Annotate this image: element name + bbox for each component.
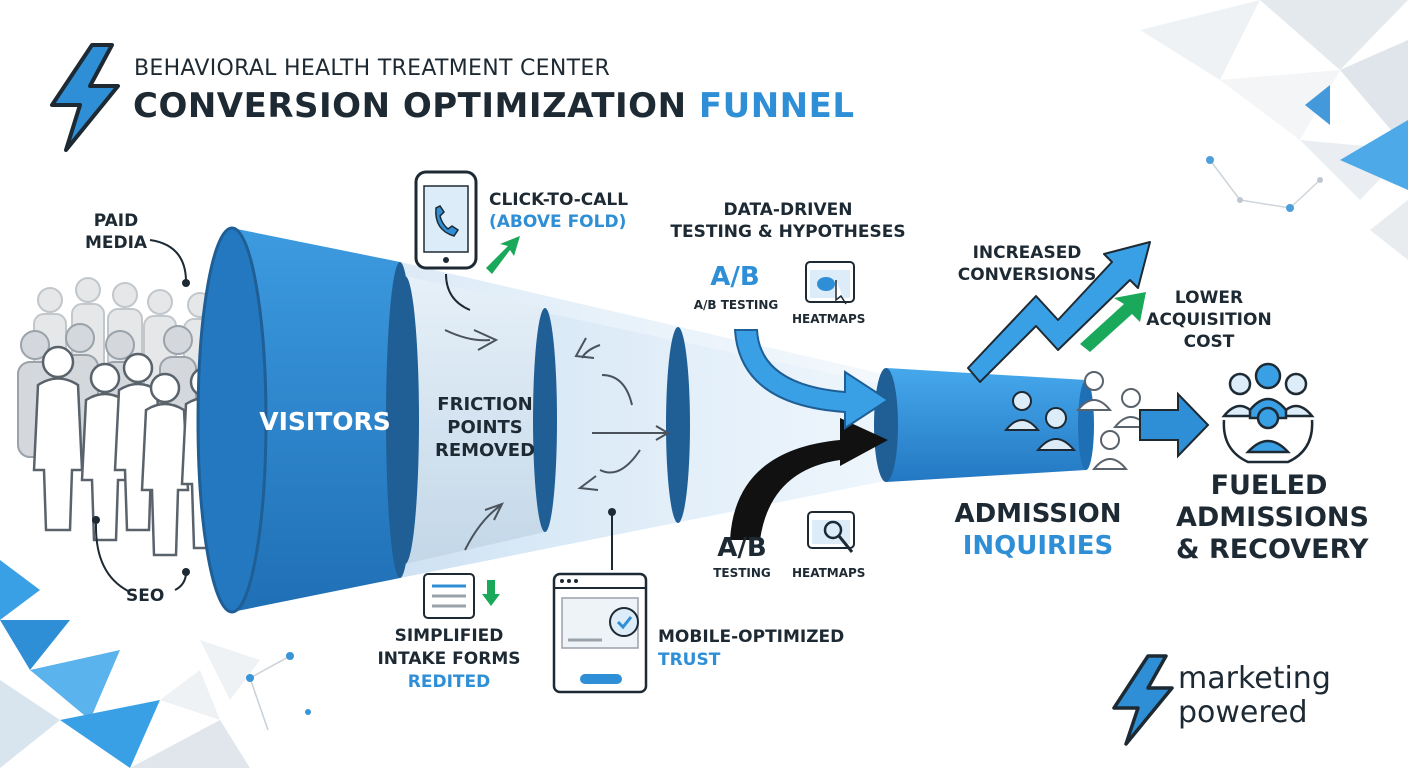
ab-bottom-small: TESTING — [713, 566, 771, 580]
brand-bolt-icon — [1112, 654, 1174, 746]
heatmap-icon — [805, 261, 855, 305]
click-to-call-label: CLICK-TO-CALL (ABOVE FOLD) — [489, 190, 629, 232]
form-icon — [423, 573, 475, 619]
header-title-accent: FUNNEL — [698, 86, 855, 126]
funnel-stage-friction — [391, 276, 557, 564]
header-title: CONVERSION OPTIMIZATION FUNNEL — [133, 86, 855, 126]
ab-top-big: A/B — [710, 262, 760, 292]
phone-icon — [414, 170, 478, 270]
fueled-admissions-label: FUELED ADMISSIONS & RECOVERY — [1176, 470, 1369, 565]
heatmaps-top-label: HEATMAPS — [792, 312, 866, 326]
decor-top-right — [1140, 0, 1408, 260]
heatmap-icon-bottom — [807, 511, 855, 553]
header-title-main: CONVERSION OPTIMIZATION — [133, 86, 687, 126]
ab-top-small: A/B TESTING — [693, 298, 779, 312]
increase-arrow-icon — [967, 241, 1151, 383]
intake-forms-label: SIMPLIFIED INTAKE FORMS REDITED — [377, 626, 521, 692]
brand-wordmark: marketing powered — [1178, 661, 1331, 730]
green-arrow-icon — [486, 236, 520, 274]
lower-cost-label: LOWER ACQUISITION COST — [1146, 288, 1272, 352]
green-down-arrow-icon — [482, 580, 500, 606]
heatmaps-bottom-label: HEATMAPS — [792, 566, 866, 580]
header-subtitle: BEHAVIORAL HEALTH TREATMENT CENTER — [134, 56, 611, 81]
paid-media-label: PAID MEDIA — [84, 211, 148, 253]
trust-badge-icon — [552, 572, 648, 694]
people-out-icon — [1075, 371, 1150, 470]
visitors-label: VISITORS — [259, 407, 391, 436]
friction-label: FRICTION POINTS REMOVED — [434, 394, 536, 461]
data-driven-label: DATA-DRIVEN TESTING & HYPOTHESES — [670, 200, 906, 242]
hands-people-icon — [1221, 362, 1315, 464]
decor-bottom-left — [0, 560, 311, 768]
flow-arrows — [444, 329, 670, 551]
lightning-bolt-icon — [50, 43, 120, 152]
increased-conversions-label: INCREASED CONVERSIONS — [957, 243, 1097, 285]
admission-inquiries-label: ADMISSION INQUIRIES — [954, 499, 1122, 561]
ab-bottom-big: A/B — [717, 533, 767, 563]
mobile-trust-label: MOBILE-OPTIMIZED TRUST — [658, 627, 845, 670]
funnel-ring — [666, 327, 690, 523]
people-icon — [1003, 391, 1077, 451]
blue-curve-arrow — [733, 329, 890, 430]
black-arrow — [730, 418, 888, 540]
lower-cost-arrow-icon — [1080, 292, 1146, 352]
output-arrow — [1139, 391, 1210, 459]
seo-label: SEO — [126, 586, 165, 606]
